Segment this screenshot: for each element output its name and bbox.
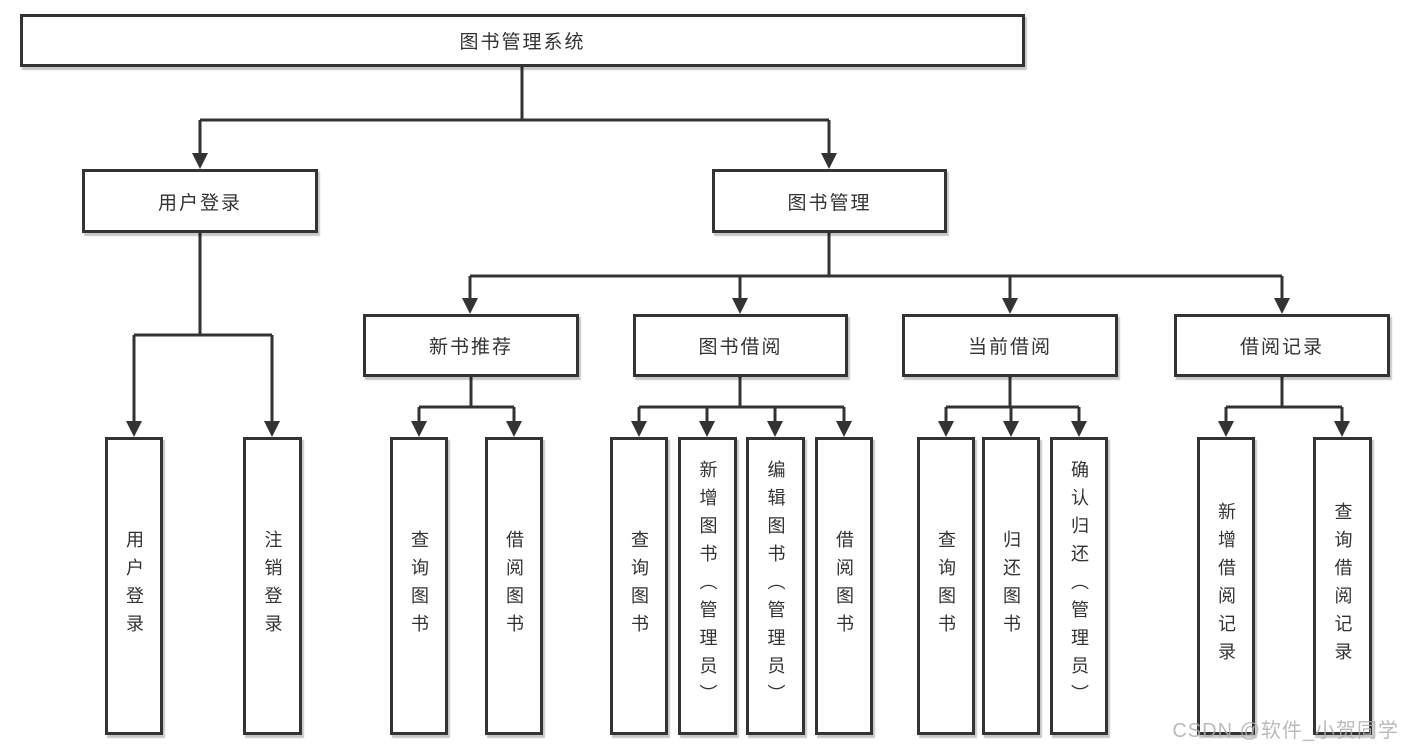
node-label: 用户登录 xyxy=(157,192,242,214)
leaf-user-login: 用户登录 xyxy=(105,437,163,735)
leaf-label: 用户登录 xyxy=(124,530,144,642)
node-label: 当前借阅 xyxy=(967,337,1052,358)
leaf-return-books: 归还图书 xyxy=(982,437,1040,735)
leaf-add-borrow-record: 新增借阅记录 xyxy=(1197,437,1255,735)
leaf-label: 查询图书 xyxy=(936,530,956,642)
node-label: 借阅记录 xyxy=(1239,337,1324,358)
leaf-label: 确认归还（管理员） xyxy=(1069,460,1089,712)
leaf-label: 借阅图书 xyxy=(834,530,854,642)
leaf-borrow-books-recommend: 借阅图书 xyxy=(485,437,543,735)
leaf-label: 查询图书 xyxy=(629,530,649,642)
leaf-query-books-borrow: 查询图书 xyxy=(610,437,668,735)
node-user-login: 用户登录 xyxy=(82,169,318,233)
node-new-book-recommend: 新书推荐 xyxy=(363,314,579,377)
node-label: 新书推荐 xyxy=(428,337,513,358)
leaf-label: 新增图书（管理员） xyxy=(697,460,718,712)
node-book-borrow: 图书借阅 xyxy=(633,314,848,377)
leaf-edit-books-admin: 编辑图书（管理员） xyxy=(746,437,805,735)
node-book-management: 图书管理 xyxy=(712,169,947,233)
node-current-borrow: 当前借阅 xyxy=(902,314,1118,377)
leaf-borrow-books: 借阅图书 xyxy=(815,437,873,735)
leaf-label: 编辑图书（管理员） xyxy=(765,460,786,712)
leaf-label: 查询图书 xyxy=(409,530,429,642)
leaf-label: 借阅图书 xyxy=(504,530,524,642)
leaf-query-books-recommend: 查询图书 xyxy=(390,437,448,735)
node-label: 图书借阅 xyxy=(698,337,783,358)
leaf-label: 归还图书 xyxy=(1001,530,1021,642)
leaf-add-books-admin: 新增图书（管理员） xyxy=(678,437,737,735)
node-borrow-records: 借阅记录 xyxy=(1174,314,1390,377)
leaf-query-borrow-record: 查询借阅记录 xyxy=(1313,437,1372,735)
leaf-label: 查询借阅记录 xyxy=(1332,502,1353,670)
node-library-management-system: 图书管理系统 xyxy=(20,14,1025,67)
csdn-watermark: CSDN @软件_小贺同学 xyxy=(1172,720,1399,742)
leaf-label: 新增借阅记录 xyxy=(1216,502,1236,670)
node-label: 图书管理系统 xyxy=(459,32,586,53)
leaf-label: 注销登录 xyxy=(262,530,283,642)
leaf-query-books-current: 查询图书 xyxy=(917,437,975,735)
leaf-confirm-return-admin: 确认归还（管理员） xyxy=(1050,437,1108,735)
leaf-logout: 注销登录 xyxy=(243,437,302,735)
arrowhead-icons xyxy=(126,153,1350,437)
node-label: 图书管理 xyxy=(787,192,872,214)
